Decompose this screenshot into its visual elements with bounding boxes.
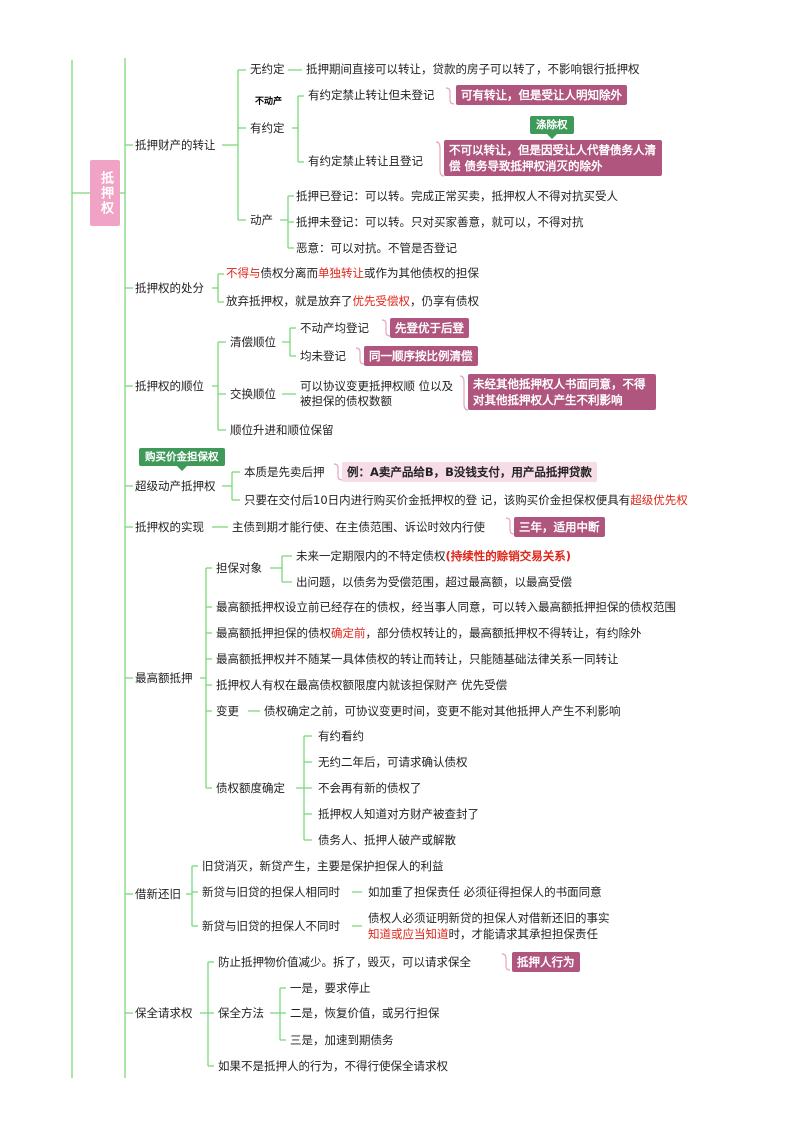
note-repay-2: 同一顺序按比例清偿	[364, 346, 478, 366]
node-movable-2[interactable]: 抵押未登记：可以转。只对买家善意，就可以，不得对抗	[296, 215, 584, 229]
node-max-confirm-3[interactable]: 不会再有新的债权了	[318, 781, 422, 795]
node-order[interactable]: 抵押权的顺位	[135, 379, 204, 393]
node-advance[interactable]: 顺位升进和顺位保留	[230, 423, 334, 437]
text-plain: 未来一定期限内的不特定债权	[296, 549, 446, 563]
node-transfer[interactable]: 抵押财产的转让	[135, 138, 216, 152]
note-realize: 三年，适用中断	[514, 517, 605, 537]
text-highlight: 确定前	[331, 626, 366, 640]
node-max[interactable]: 最高额抵押	[135, 671, 193, 685]
text-plain: 时，才能请求其承担担保责任	[448, 927, 599, 941]
node-disposal-2[interactable]: 放弃抵押权，就是放弃了优先受偿权，仍享有债权	[226, 294, 479, 309]
node-repay-2[interactable]: 均未登记	[300, 349, 346, 363]
node-repay-1[interactable]: 不动产均登记	[300, 321, 369, 335]
node-exchange-desc[interactable]: 可以协议变更抵押权顺 位以及被担保的债权数额	[300, 379, 454, 408]
node-forbid-unregistered[interactable]: 有约定禁止转让但未登记	[308, 88, 435, 102]
note-forbid-registered: 不可以转让，但是因受让人代替债务人清偿 债务导致抵押权消灭的除外	[444, 140, 662, 176]
text-plain: 债权分离而	[260, 266, 319, 280]
note-super-1: 例：A卖产品给B，B没钱支付，用产品抵押贷款	[342, 462, 597, 482]
text-plain: 最高额抵押担保的债权	[216, 626, 331, 640]
note-preserve-1: 抵押人行为	[512, 952, 580, 972]
node-max-confirm-4[interactable]: 抵押权人知道对方财产被查封了	[318, 807, 479, 821]
node-max-confirm-1[interactable]: 有约看约	[318, 729, 364, 743]
node-super[interactable]: 超级动产抵押权	[135, 479, 216, 493]
node-no-agreement-desc[interactable]: 抵押期间直接可以转让，贷款的房子可以转了，不影响银行抵押权	[306, 62, 640, 76]
node-max-item-1[interactable]: 最高额抵押权设立前已经存在的债权，经当事人同意，可以转入最高额抵押担保的债权范围	[216, 600, 676, 614]
node-loan-1[interactable]: 旧贷消灭，新贷产生，主要是保护担保人的利益	[202, 859, 444, 873]
node-max-confirm-2[interactable]: 无约二年后，可请求确认债权	[318, 755, 468, 769]
tag-real-estate: 不动产	[252, 94, 286, 110]
text-plain: ，部分债权转让的，最高额抵押权不得转让，有约除外	[365, 626, 642, 640]
node-preserve[interactable]: 保全请求权	[135, 1006, 193, 1020]
node-max-confirm-5[interactable]: 债务人、抵押人破产或解散	[318, 833, 456, 847]
node-super-2[interactable]: 只要在交付后10日内进行购买价金抵押权的登 记，该购买价金担保权便具有超级优先权	[244, 493, 688, 508]
node-loan-3[interactable]: 新贷与旧贷的担保人不同时	[202, 919, 340, 933]
node-movable-3[interactable]: 恶意：可以对抗。不管是否登记	[296, 241, 457, 255]
node-max-item-4[interactable]: 抵押权人有权在最高债权额限度内就该担保财产 优先受偿	[216, 678, 508, 692]
node-preserve-1[interactable]: 防止抵押物价值减少。拆了，毁灭，可以请求保全	[218, 955, 471, 969]
node-loan-3-desc-a[interactable]: 债权人必须证明新贷的担保人对借新还旧的事实	[368, 911, 610, 925]
node-loan[interactable]: 借新还旧	[135, 887, 181, 901]
node-repay[interactable]: 清偿顺位	[230, 335, 276, 349]
node-realize[interactable]: 抵押权的实现	[135, 520, 204, 534]
root-node[interactable]: 抵押权	[90, 160, 120, 226]
tag-purchase-money: 购买价金担保权	[139, 448, 225, 471]
note-exchange: 未经其他抵押权人书面同意，不得对其他抵押权人产生不利影响	[468, 374, 656, 410]
text-highlight: 超级优先权	[630, 493, 688, 507]
note-forbid-unregistered: 可有转让，但是受让人明知除外	[456, 85, 627, 105]
text-highlight: 不得与	[226, 266, 261, 280]
note-repay-1: 先登优于后登	[390, 318, 469, 338]
text-highlight: (持续性的赊销交易关系)	[445, 549, 572, 563]
node-movable[interactable]: 动产	[250, 213, 273, 227]
text-plain: ，仍享有债权	[410, 294, 479, 308]
node-realize-desc[interactable]: 主债到期才能行使、在主债范围、诉讼时效内行使	[232, 520, 485, 534]
node-exchange[interactable]: 交换顺位	[230, 387, 276, 401]
node-super-1[interactable]: 本质是先卖后押	[244, 465, 325, 479]
node-max-object[interactable]: 担保对象	[216, 561, 262, 575]
node-preserve-3[interactable]: 如果不是抵押人的行为，不得行使保全请求权	[218, 1059, 448, 1073]
text-highlight: 知道或应当知道	[368, 927, 449, 941]
node-has-agreement[interactable]: 有约定	[250, 121, 285, 135]
node-loan-2-desc[interactable]: 如加重了担保责任 必须征得担保人的书面同意	[368, 885, 602, 899]
node-loan-3-desc-b[interactable]: 知道或应当知道时，才能请求其承担担保责任	[368, 927, 598, 942]
node-disposal[interactable]: 抵押权的处分	[135, 281, 204, 295]
text-plain: 或作为其他债权的担保	[364, 266, 479, 280]
node-disposal-1[interactable]: 不得与债权分离而单独转让或作为其他债权的担保	[226, 266, 479, 281]
node-max-change-desc[interactable]: 债权确定之前，可协议变更时间，变更不能对其他抵押人产生不利影响	[264, 704, 621, 718]
node-max-confirm[interactable]: 债权额度确定	[216, 781, 285, 795]
text-plain: 只要在交付后10日内进行购买价金抵押权的登 记，该购买价金担保权便具有	[244, 493, 631, 507]
node-max-item-2[interactable]: 最高额抵押担保的债权确定前，部分债权转让的，最高额抵押权不得转让，有约除外	[216, 626, 642, 641]
node-preserve-method-3[interactable]: 三是，加速到期债务	[290, 1033, 394, 1047]
node-preserve-method-1[interactable]: 一是，要求停止	[290, 981, 371, 995]
node-preserve-method[interactable]: 保全方法	[218, 1006, 264, 1020]
text-highlight: 优先受偿权	[352, 294, 411, 308]
text-plain: 放弃抵押权，就是放弃了	[226, 294, 353, 308]
tag-remove-right: 涤除权	[530, 116, 574, 139]
node-max-change[interactable]: 变更	[216, 704, 239, 718]
node-max-object-1[interactable]: 未来一定期限内的不特定债权(持续性的赊销交易关系)	[296, 549, 571, 564]
text-highlight: 单独转让	[318, 266, 364, 280]
node-max-item-3[interactable]: 最高额抵押权并不随某一具体债权的转让而转让，只能随基础法律关系一同转让	[216, 652, 619, 666]
node-loan-2[interactable]: 新贷与旧贷的担保人相同时	[202, 885, 340, 899]
node-preserve-method-2[interactable]: 二是，恢复价值，或另行担保	[290, 1006, 440, 1020]
node-max-object-2[interactable]: 出问题，以债务为受偿范围，超过最高额，以最高受偿	[296, 575, 572, 589]
node-movable-1[interactable]: 抵押已登记：可以转。完成正常买卖，抵押权人不得对抗买受人	[296, 189, 618, 203]
node-no-agreement[interactable]: 无约定	[250, 62, 285, 76]
node-forbid-registered[interactable]: 有约定禁止转让且登记	[308, 154, 423, 168]
